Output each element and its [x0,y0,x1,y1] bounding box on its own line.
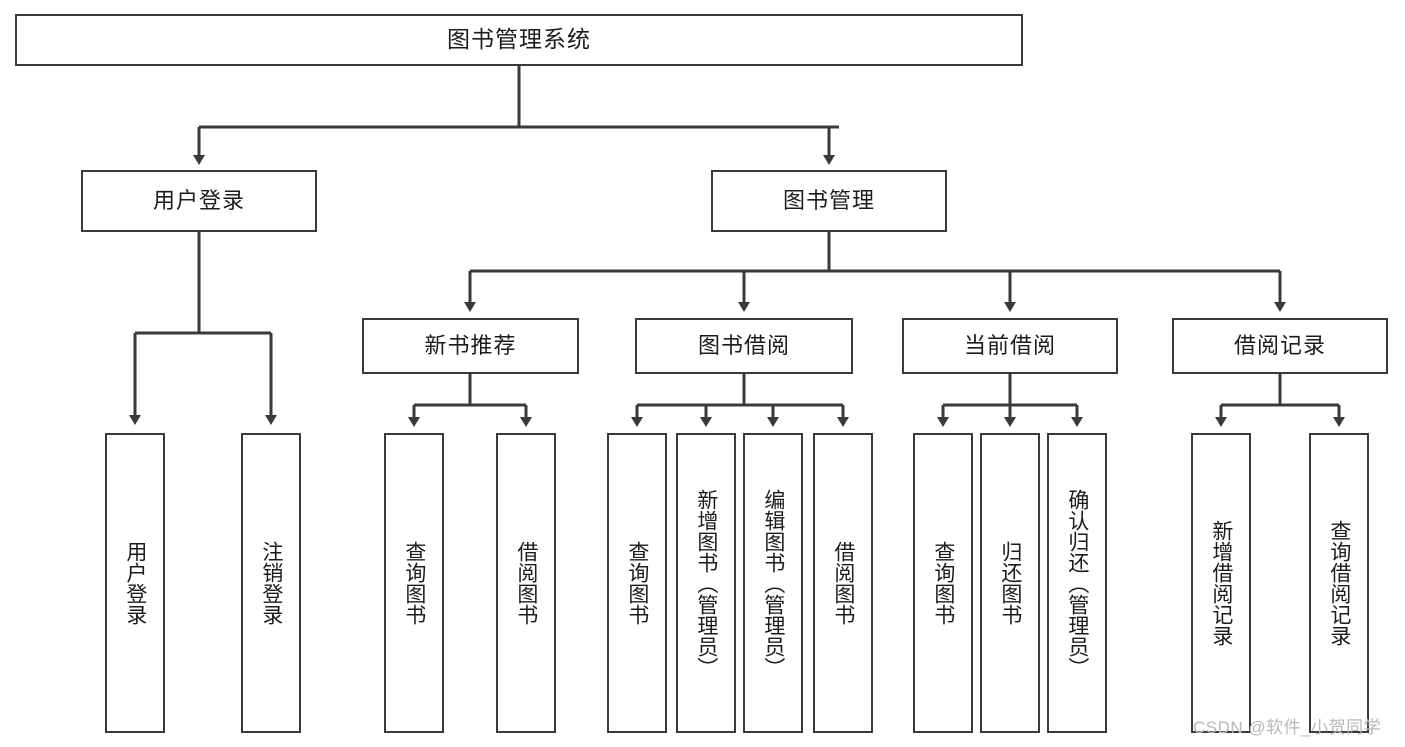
leaf-label: 确认归还（管理员） [1065,488,1089,678]
node-leaf-confirm-return[interactable]: 确认归还（管理员） [1047,433,1107,733]
leaf-label: 注销登录 [259,541,283,625]
leaf-label: 借阅图书 [514,541,538,625]
leaf-label: 查询图书 [402,541,426,625]
leaf-label: 查询借阅记录 [1327,520,1351,646]
node-new-book-recommend[interactable]: 新书推荐 [362,318,579,374]
leaf-label: 借阅图书 [831,541,855,625]
leaf-label: 用户登录 [123,541,147,625]
leaf-label: 查询图书 [625,541,649,625]
node-current-borrow[interactable]: 当前借阅 [902,318,1118,374]
node-book-borrow[interactable]: 图书借阅 [635,318,853,374]
node-leaf-borrow-book-2[interactable]: 借阅图书 [813,433,873,733]
node-borrow-record[interactable]: 借阅记录 [1172,318,1388,374]
node-user-login[interactable]: 用户登录 [81,170,317,232]
leaf-label: 编辑图书（管理员） [761,488,785,678]
node-leaf-edit-book[interactable]: 编辑图书（管理员） [743,433,803,733]
node-leaf-borrow-book-1[interactable]: 借阅图书 [496,433,556,733]
node-leaf-query-record[interactable]: 查询借阅记录 [1309,433,1369,733]
node-leaf-query-book-1[interactable]: 查询图书 [384,433,444,733]
node-leaf-add-book[interactable]: 新增图书（管理员） [676,433,736,733]
node-root-book-management-system[interactable]: 图书管理系统 [15,14,1023,66]
leaf-label: 归还图书 [998,541,1022,625]
node-leaf-add-record[interactable]: 新增借阅记录 [1191,433,1251,733]
node-leaf-user-login[interactable]: 用户登录 [105,433,165,733]
node-leaf-query-book-3[interactable]: 查询图书 [913,433,973,733]
node-leaf-return-book[interactable]: 归还图书 [980,433,1040,733]
node-book-management[interactable]: 图书管理 [711,170,947,232]
node-leaf-logout-login[interactable]: 注销登录 [241,433,301,733]
leaf-label: 查询图书 [931,541,955,625]
leaf-label: 新增借阅记录 [1209,520,1233,646]
leaf-label: 新增图书（管理员） [694,488,718,678]
node-leaf-query-book-2[interactable]: 查询图书 [607,433,667,733]
